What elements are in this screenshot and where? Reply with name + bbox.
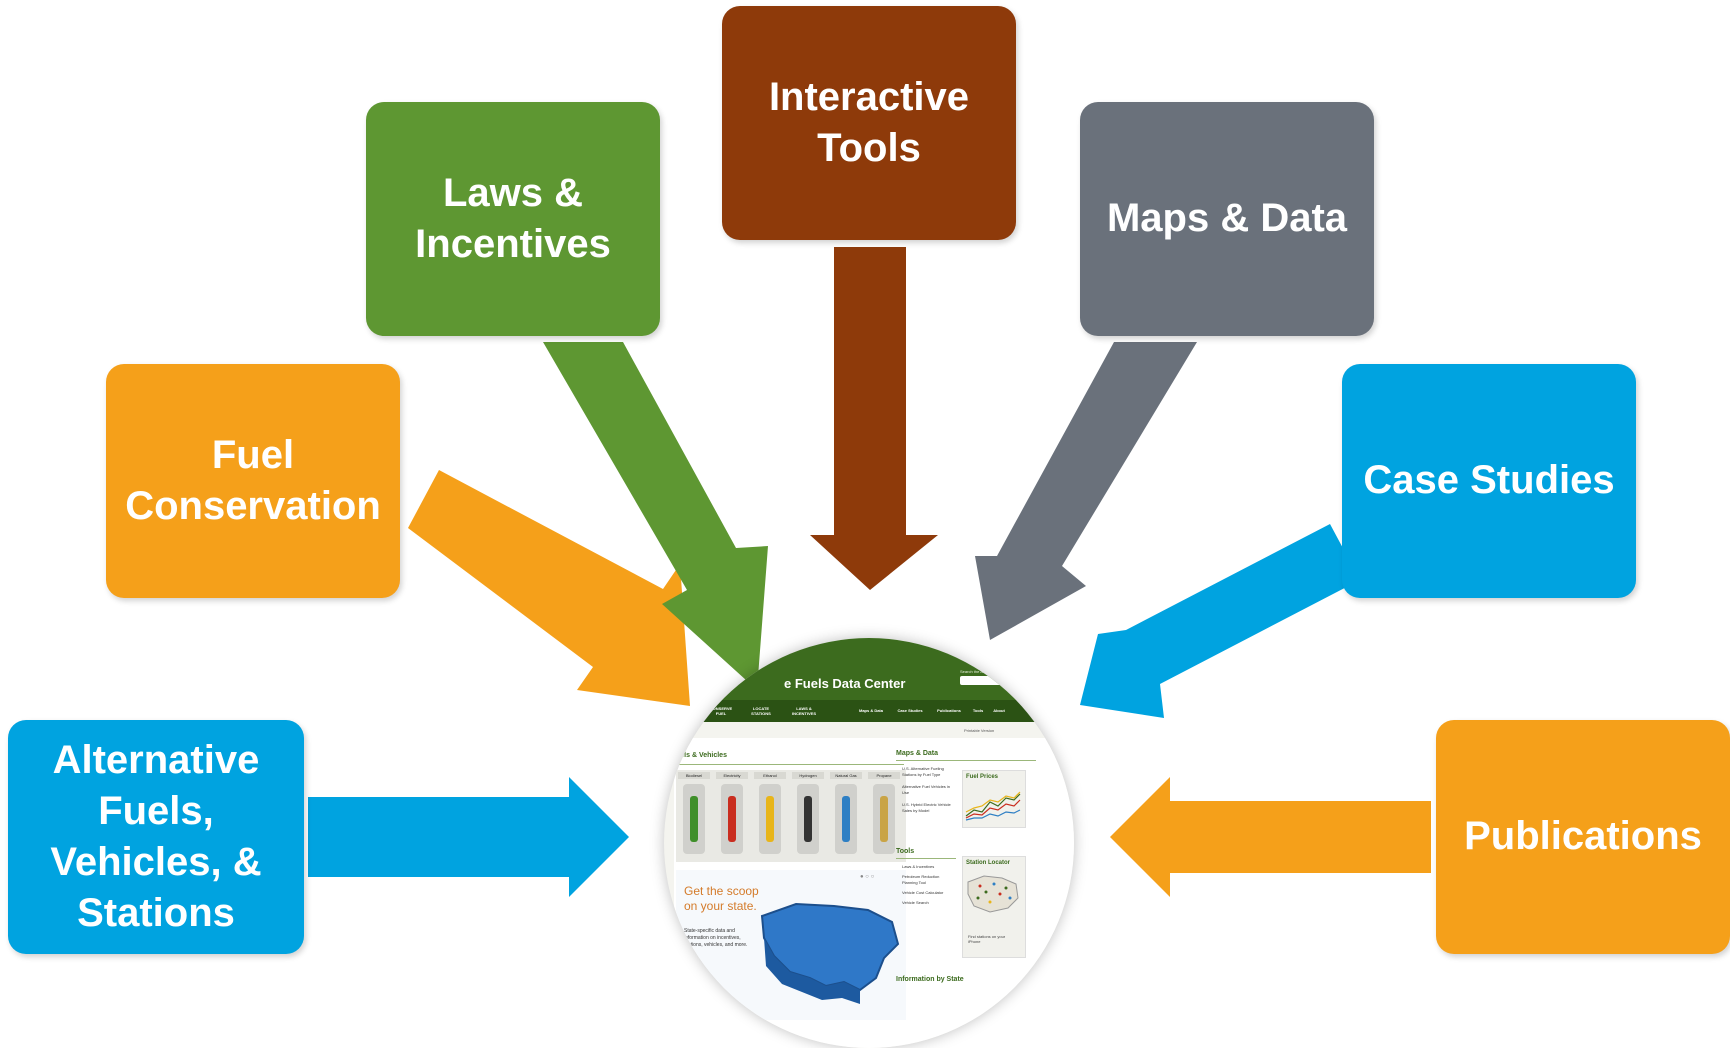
station-locator-title: Station Locator xyxy=(966,860,1011,866)
nozzle-tan-icon xyxy=(880,796,888,842)
nav-maps-data: Maps & Data xyxy=(858,708,883,713)
tab-biodiesel: Biodiesel xyxy=(678,772,710,779)
fuel-price-chart-icon xyxy=(965,791,1021,821)
alternative-fuels-label: Alternative Fuels, Vehicles, & Stations xyxy=(50,737,262,936)
laws-incentives-box: Laws & Incentives xyxy=(366,102,660,336)
promo-title: Get the scoop on your state. xyxy=(684,884,759,913)
fuels-vehicles-heading: uels & Vehicles xyxy=(676,752,727,759)
arrow-fuel-conservation xyxy=(408,470,690,706)
nav-laws-incentives: LAWS & INCENTIVES xyxy=(791,706,816,716)
tab-ethanol: Ethanol xyxy=(754,772,786,779)
carousel-dots: ● ○ ○ xyxy=(860,874,875,880)
nav-locate-stations: LOCATE STATIONS xyxy=(751,706,771,716)
station-locator-text: Find stations on your iPhone xyxy=(968,934,1006,944)
tools-heading: Tools xyxy=(896,848,915,855)
fuel-prices-title: Fuel Prices xyxy=(966,774,999,780)
nozzle-yellow-icon xyxy=(766,796,774,842)
fuel-pumps-strip xyxy=(676,770,906,862)
nav-case-studies: Case Studies xyxy=(897,708,923,713)
nav-about: About xyxy=(993,708,1005,713)
alternative-fuels-box: Alternative Fuels, Vehicles, & Stations xyxy=(8,720,304,954)
tools-item-4: Vehicle Search xyxy=(902,900,929,905)
nozzle-black-icon xyxy=(804,796,812,842)
publications-box: Publications xyxy=(1436,720,1730,954)
station-map-icon xyxy=(967,875,1019,913)
tab-propane: Propane xyxy=(868,772,900,779)
interactive-tools-label: Interactive Tools xyxy=(768,74,970,170)
maps-item-1: U.S. Alternative Fueling Stations by Fue… xyxy=(902,766,944,777)
nav-tools: Tools xyxy=(972,708,984,713)
site-title: e Fuels Data Center xyxy=(784,676,906,691)
search-label: Search the AFDC xyxy=(960,669,992,674)
info-by-state-heading: Information by State xyxy=(896,976,964,983)
laws-incentives-label: Laws & Incentives xyxy=(415,170,611,266)
tab-hydrogen: Hydrogen xyxy=(792,772,824,779)
maps-data-box: Maps & Data xyxy=(1080,102,1374,336)
site-nav xyxy=(664,700,1074,722)
case-studies-box: Case Studies xyxy=(1342,364,1636,598)
tools-item-2: Petroleum Reduction Planning Tool xyxy=(902,874,940,885)
search-input xyxy=(960,676,1056,685)
maps-item-2: Alternative Fuel Vehicles in Use xyxy=(902,784,951,795)
promo-text: State-specific data and information on i… xyxy=(684,928,748,948)
fuel-conservation-box: Fuel Conservation xyxy=(106,364,400,598)
print-link: Printable Version xyxy=(964,728,995,733)
arrow-interactive-tools xyxy=(810,247,938,590)
site-header xyxy=(664,638,1074,700)
arrow-case-studies xyxy=(1080,524,1360,718)
interactive-tools-box: Interactive Tools xyxy=(722,6,1016,240)
nav-conserve-fuel: CONSERVE FUEL xyxy=(709,706,733,716)
maps-item-3: U.S. Hybrid Electric Vehicle Sales by Mo… xyxy=(902,802,951,813)
us-map-icon xyxy=(760,902,900,1004)
tab-natural-gas: Natural Gas xyxy=(830,772,862,779)
nav-publications: Publications xyxy=(937,708,961,713)
divider xyxy=(676,764,904,765)
case-studies-label: Case Studies xyxy=(1363,458,1615,503)
nozzle-green-icon xyxy=(690,796,698,842)
tab-electricity: Electricity xyxy=(716,772,748,779)
divider xyxy=(896,760,1036,761)
maps-data-heading: Maps & Data xyxy=(896,750,939,757)
arrow-maps-data xyxy=(975,342,1197,640)
arrow-publications xyxy=(1110,777,1431,897)
arrow-alt-fuels xyxy=(308,777,629,897)
divider xyxy=(896,858,956,859)
breadcrumb: AFDC xyxy=(686,728,697,733)
fuel-conservation-label: Fuel Conservation xyxy=(125,432,381,528)
tools-item-3: Vehicle Cost Calculator xyxy=(902,890,944,895)
tools-item-1: Laws & Incentives xyxy=(902,864,935,869)
arrow-laws-incentives xyxy=(543,342,768,690)
afdc-website-screenshot: e Fuels Data Center Search the AFDC CONS… xyxy=(664,638,1074,1048)
nozzle-red-icon xyxy=(728,796,736,842)
nozzle-blue-icon xyxy=(842,796,850,842)
maps-data-label: Maps & Data xyxy=(1106,196,1348,241)
publications-label: Publications xyxy=(1464,814,1702,859)
